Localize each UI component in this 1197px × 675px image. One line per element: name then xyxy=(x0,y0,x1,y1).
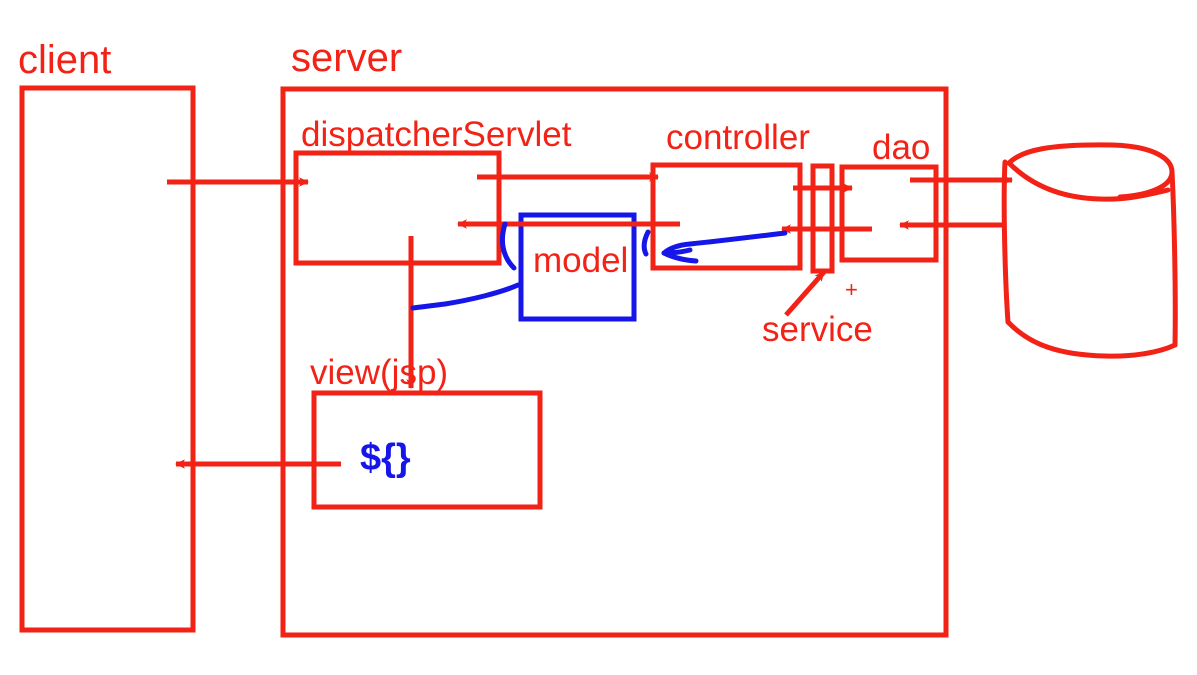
service-label: service xyxy=(762,310,873,349)
arrow-model-to-view xyxy=(410,282,521,311)
model-to-dispatcher-curve xyxy=(499,221,517,271)
model-box xyxy=(518,212,637,322)
model-label: model xyxy=(533,241,629,280)
server-label: server xyxy=(291,36,403,80)
view-box xyxy=(311,390,543,510)
client-label: client xyxy=(18,38,112,82)
model-inbound-hook xyxy=(641,229,651,257)
controller-label: controller xyxy=(666,118,810,157)
dispatcher-servlet-label: dispatcherServlet xyxy=(301,115,572,154)
dao-box xyxy=(839,164,939,263)
service-box xyxy=(810,163,835,274)
client-box xyxy=(19,85,196,633)
plus-label: + xyxy=(845,277,858,302)
arrow-controller-to-model-barb xyxy=(661,250,699,264)
el-expression-label: ${} xyxy=(360,437,411,479)
service-leader-line xyxy=(784,270,826,317)
dao-label: dao xyxy=(872,128,931,167)
arrow-controller-to-model xyxy=(661,230,788,256)
server-box xyxy=(280,86,949,638)
database-cylinder xyxy=(1001,142,1178,359)
view-jsp-label: view(jsp) xyxy=(310,353,449,392)
dispatcher-servlet-box xyxy=(293,150,502,266)
controller-box xyxy=(650,162,803,271)
